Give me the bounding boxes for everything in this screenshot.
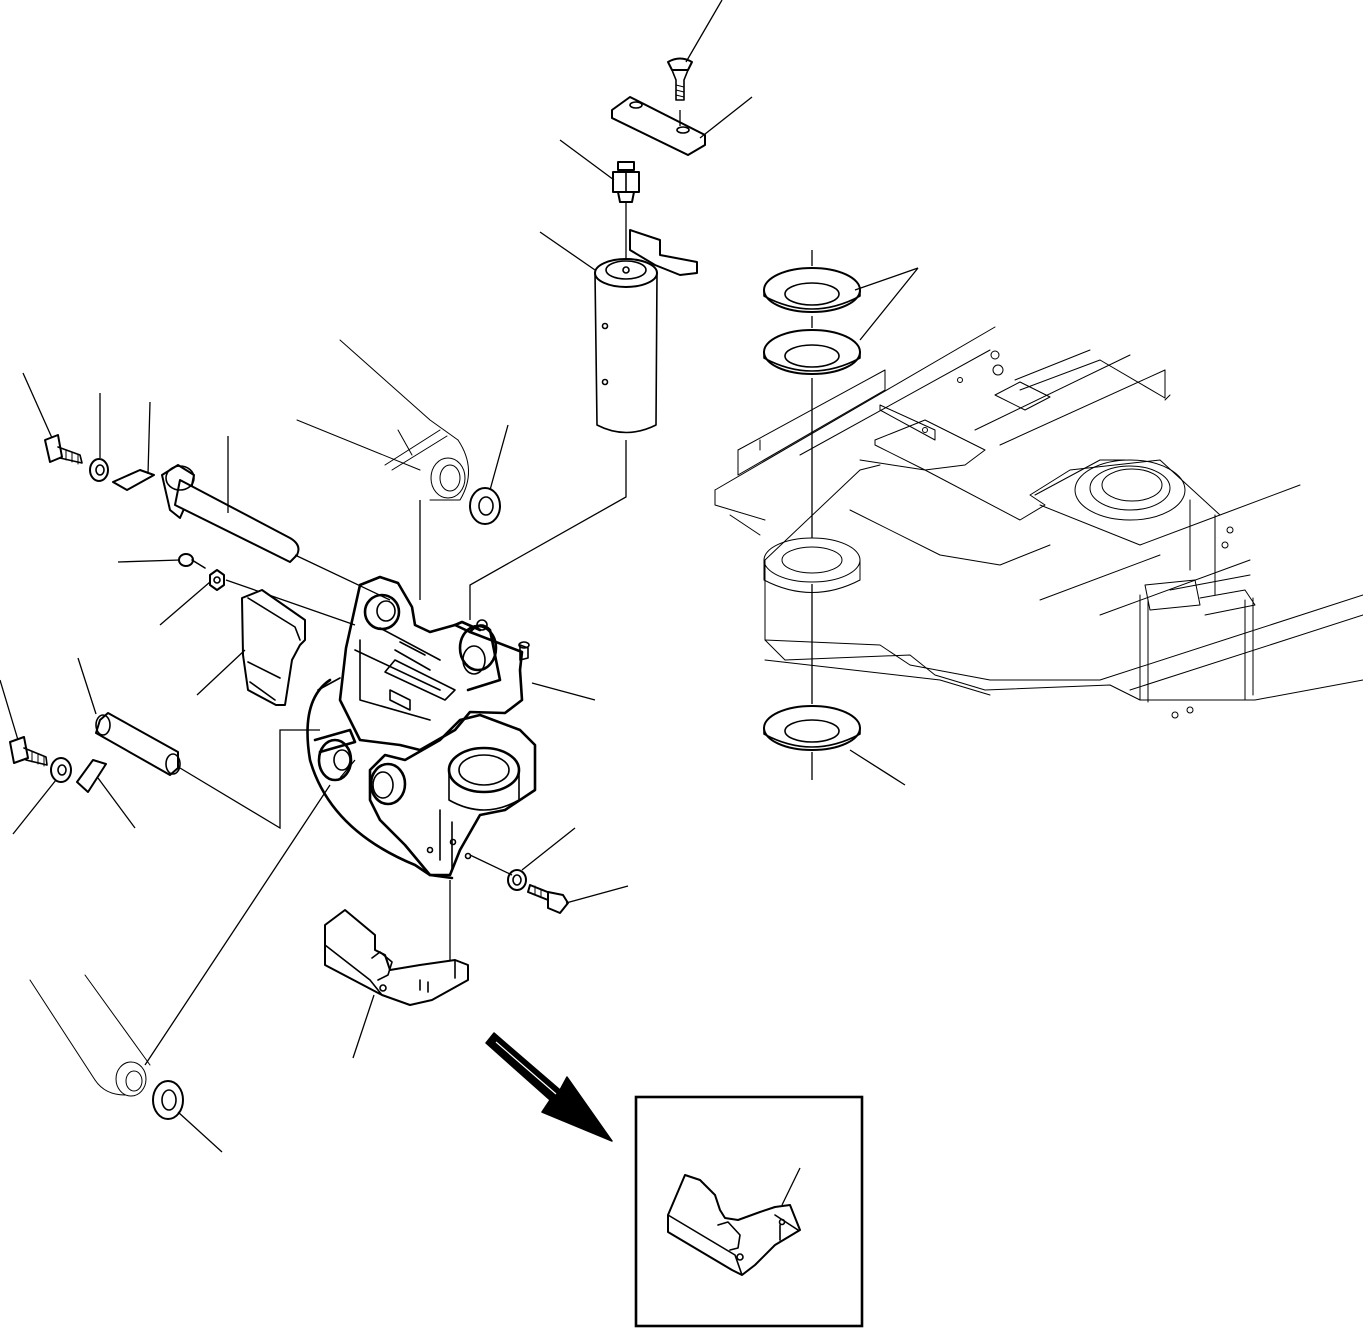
pin-axis-line xyxy=(469,440,627,620)
grease-fitting-leader xyxy=(559,139,615,181)
inset-leader xyxy=(781,1167,801,1206)
thrust-washer-lower xyxy=(763,705,861,751)
lower-pin-leader xyxy=(77,657,97,715)
lock-plate xyxy=(611,96,706,156)
inset-guard-plate xyxy=(667,1174,801,1276)
lower-pin-lock-plate xyxy=(76,759,107,793)
plate-leader xyxy=(699,96,753,139)
lower-boom-washer-leader xyxy=(177,1111,223,1153)
boom-cylinder-lower xyxy=(29,974,151,1097)
guard-bolt-axis xyxy=(225,579,356,626)
lower-bolt-leader xyxy=(0,679,19,741)
upper-pin-lock-plate xyxy=(112,469,155,491)
lower-pin-washer xyxy=(50,757,72,783)
direction-arrow-icon xyxy=(485,1032,613,1142)
guard-bolt xyxy=(178,553,206,569)
washer-leader xyxy=(854,267,919,341)
boom-cylinder-upper xyxy=(296,339,469,501)
guard-bolt-leader xyxy=(117,559,181,563)
guard-nut-leader xyxy=(159,581,211,626)
lower-boom-axis xyxy=(144,759,356,1066)
countersunk-bolt xyxy=(667,57,693,101)
bracket-leader xyxy=(531,682,596,701)
bracket-bolt xyxy=(527,884,569,914)
lower-pin-bolt xyxy=(9,736,48,767)
upper-bolt-leader xyxy=(22,372,53,439)
center-pin xyxy=(594,229,698,434)
bolt-leader xyxy=(685,0,723,63)
bracket-bolt-leader xyxy=(565,885,629,904)
bracket-washer-leader xyxy=(521,827,576,871)
lower-washer-leader xyxy=(12,779,57,835)
lower-guard-plate xyxy=(324,909,469,1006)
upper-washer-leader xyxy=(489,424,509,491)
swing-bracket xyxy=(306,575,537,880)
upper-pin-bolt xyxy=(44,434,83,465)
lower-lock-plate-leader xyxy=(97,777,136,829)
upper-pin-axis xyxy=(294,554,391,601)
chassis-frame xyxy=(714,326,1363,719)
upper-boom-washer xyxy=(469,487,501,525)
lower-pin xyxy=(95,712,181,776)
thrust-washer-upper xyxy=(763,267,861,313)
guard-nut xyxy=(209,569,225,591)
upper-guard-leader xyxy=(196,649,246,696)
bracket-washer xyxy=(507,869,527,891)
thrust-washer-middle xyxy=(763,329,861,375)
pin-leader xyxy=(539,231,596,271)
upper-pin xyxy=(161,464,300,563)
lower-washer-leader xyxy=(849,749,906,786)
bracket-bolt-axis xyxy=(469,854,513,876)
upper-lock-plate-leader xyxy=(147,401,151,475)
upper-guard-plate xyxy=(241,589,306,706)
lower-guard-leader xyxy=(352,994,375,1059)
upper-pin-washer xyxy=(89,458,109,482)
lower-boom-washer xyxy=(152,1080,184,1120)
grease-fitting xyxy=(612,161,640,203)
detail-inset xyxy=(634,1095,864,1328)
lower-pin-axis xyxy=(179,729,320,830)
